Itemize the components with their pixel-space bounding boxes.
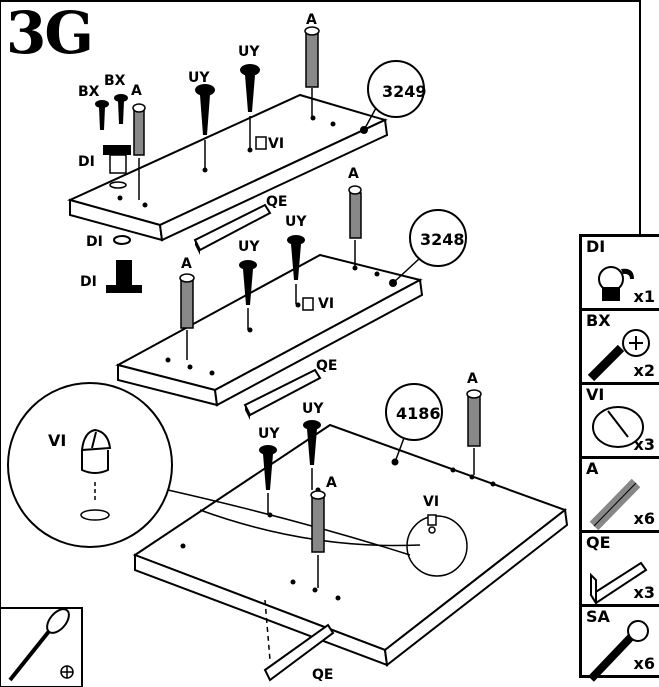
label-di: DI [80,274,97,290]
label-uy: UY [238,239,260,255]
label-vi-detail: VI [48,431,66,450]
label-uy: UY [188,70,210,86]
vi-cams [255,136,437,526]
label-a: A [181,256,192,272]
part-code: BX [586,311,611,330]
panel-label-top: 3249 [382,82,427,101]
rail-icon [589,561,648,607]
label-bx: BX [78,84,100,100]
part-code: DI [586,237,606,256]
label-a: A [467,371,478,387]
label-uy: UY [285,214,307,230]
lock-cam-icon [598,266,634,301]
label-a: A [131,83,142,99]
label-a: A [306,12,317,28]
part-quantity: x6 [633,509,655,528]
label-uy: UY [258,426,280,442]
label-vi: VI [318,296,334,312]
label-uy: UY [238,44,260,60]
panel-label-middle: 3248 [420,230,465,249]
label-qe: QE [266,194,287,210]
label-di: DI [86,234,103,250]
label-a: A [348,166,359,182]
part-quantity: x3 [633,435,655,454]
label-bx: BX [104,73,126,89]
label-a: A [326,475,337,491]
screw-bx [95,94,128,130]
part-code: QE [586,533,611,552]
panel-middle [115,253,424,407]
label-vi: VI [423,494,439,510]
label-qe: QE [312,667,333,683]
part-bx: BX x2 [579,308,659,382]
part-quantity: x2 [633,361,655,380]
cam-lock-icon [592,406,644,448]
vi-detail [80,428,112,521]
part-code: A [586,459,599,478]
panel-label-bottom: 4186 [396,404,441,423]
panel-top [67,93,389,242]
lock-parts [103,145,142,293]
dowel-a [132,26,482,588]
label-di: DI [78,154,95,170]
part-quantity: x3 [633,583,655,602]
part-quantity: x6 [633,654,655,673]
screwdriver-icon [0,607,83,687]
part-code: VI [586,385,605,404]
label-uy: UY [302,401,324,417]
long-screw-icon [588,620,649,682]
dowel-bolt-icon [589,478,641,531]
screw-uy [195,64,260,170]
part-code: SA [586,607,610,626]
part-qe: QE x3 [579,530,659,607]
part-sa: SA x6 [579,604,659,682]
part-vi: VI x3 [579,382,659,456]
panel-bottom [132,423,569,667]
label-vi: VI [268,136,284,152]
part-di: DI x1 [579,234,659,308]
step-number: 3G [6,0,94,67]
screw-uy-lower [239,235,321,515]
qe-rails [193,203,335,682]
part-quantity: x1 [633,287,655,306]
screw-icon [587,329,650,382]
label-qe: QE [316,358,337,374]
